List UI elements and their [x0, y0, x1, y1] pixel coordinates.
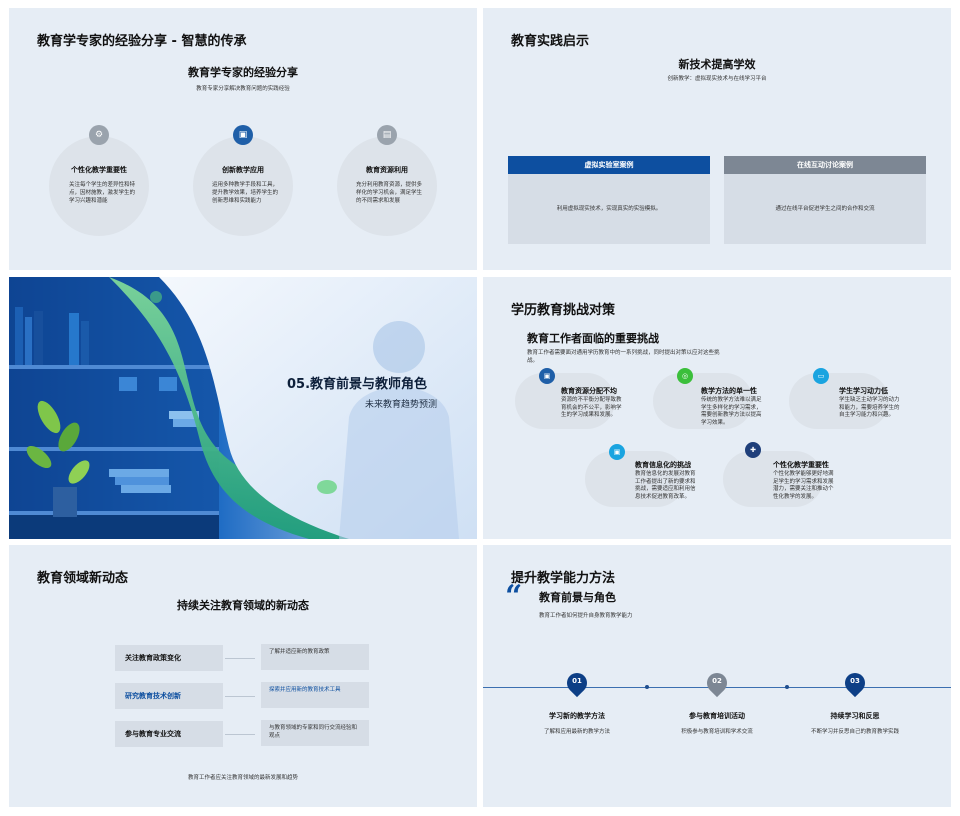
- step-desc: 积极参与教育培训和学术交流: [681, 729, 753, 735]
- step-number: 01: [572, 677, 582, 685]
- item-title: 创新教学应用: [222, 166, 264, 174]
- image-icon: ▣: [539, 368, 555, 384]
- challenge-title: 教学方法的单一性: [701, 387, 757, 395]
- image-icon: ▣: [609, 444, 625, 460]
- challenge-bg: [653, 373, 753, 429]
- slide-challenges[interactable]: 学历教育挑战对策 教育工作者面临的重要挑战 教育工作者需要面对通用学历教育中的一…: [483, 277, 951, 539]
- challenge-bg: [723, 451, 823, 507]
- case-card[interactable]: 在线互动讨论案例 通过在线平台促进学生之间的合作和交流: [724, 156, 926, 244]
- challenge-title: 个性化教学重要性: [773, 461, 829, 469]
- section-title: 05.教育前景与教师角色: [287, 377, 428, 392]
- item-desc: 关注每个学生的差异性和特点，因材施教，激发学生的学习兴趣和潜能: [69, 182, 136, 204]
- step-number: 02: [712, 677, 722, 685]
- timeline-dot: [645, 685, 649, 689]
- challenge-desc: 传统的教学方法难以满足学生多样化的学习需求，需要创新教学方法以提高学习效果。: [701, 397, 762, 426]
- slide-footer: 教育工作者应关注教育领域的最新发展和趋势: [187, 775, 298, 781]
- trend-desc: 探索并应用新的教育技术工具: [261, 682, 369, 708]
- slide-note: 教育工作者如何提升自身教育教学能力: [539, 613, 633, 619]
- item-circle: [337, 136, 437, 236]
- quote-icon: “: [505, 579, 523, 614]
- card-title: 在线互动讨论案例: [724, 156, 926, 174]
- plus-icon: ✚: [745, 442, 761, 458]
- challenge-desc: 学生缺乏主动学习的动力和能力，需要培养学生的自主学习能力和兴趣。: [839, 397, 900, 418]
- item-title: 教育资源利用: [366, 166, 408, 174]
- challenge-desc: 个性化教学能够更好地满足学生的学习需求和发展潜力，需要关注和推动个性化教学的发展…: [773, 471, 834, 500]
- challenge-bg: [789, 373, 889, 429]
- step-title: 持续学习和反思: [830, 712, 880, 720]
- trend-desc: 了解并适应新的教育政策: [261, 644, 369, 670]
- slide-subtitle: 教育前景与角色: [539, 591, 616, 604]
- image-icon: ▣: [233, 125, 253, 145]
- trend-label[interactable]: 参与教育专业交流: [115, 721, 223, 747]
- slide-subtitle: 持续关注教育领域的新动态: [177, 599, 309, 612]
- cover-illustration: [9, 277, 477, 539]
- slide-note: 教育专家分享解决教育问题的实践经验: [196, 86, 290, 92]
- item-desc: 运用多种教学手段和工具，提升教学效果，培养学生的创新思维和实践能力: [212, 182, 279, 204]
- item-title: 个性化教学重要性: [71, 166, 127, 174]
- gear-icon: ⚙: [89, 125, 109, 145]
- slide-new-trends[interactable]: 教育领域新动态 持续关注教育领域的新动态 关注教育政策变化 了解并适应新的教育政…: [9, 545, 477, 807]
- challenge-title: 教育资源分配不均: [561, 387, 617, 395]
- slide-title: 提升教学能力方法: [511, 571, 616, 586]
- box-icon: ▤: [377, 125, 397, 145]
- monitor-icon: ▭: [813, 368, 829, 384]
- item-circle: [193, 136, 293, 236]
- section-subtitle: 未来教育趋势预测: [365, 400, 438, 410]
- slide-note: 创新教学：虚拟现实技术与在线学习平台: [667, 76, 767, 82]
- slide-title: 教育学专家的经验分享 - 智慧的传承: [37, 34, 247, 49]
- trend-desc: 与教育领域的专家和同行交流经验和观点: [261, 720, 369, 746]
- challenge-desc: 资源的不平衡分配导致教育机会的不公平，影响学生的学习成果和发展。: [561, 397, 622, 418]
- item-desc: 充分利用教育资源，提供多样化的学习机会，满足学生的不同需求和发展: [356, 182, 423, 204]
- card-desc: 利用虚拟现实技术，实现真实的实验模拟。: [556, 206, 662, 212]
- slide-subtitle: 新技术提高学效: [678, 58, 756, 71]
- trend-label[interactable]: 关注教育政策变化: [115, 645, 223, 671]
- item-circle: [49, 136, 149, 236]
- arrow-icon: [225, 696, 255, 697]
- slide-subtitle: 教育工作者面临的重要挑战: [527, 332, 659, 345]
- slide-subtitle: 教育学专家的经验分享: [188, 66, 298, 79]
- slide-expert-sharing[interactable]: 教育学专家的经验分享 - 智慧的传承 教育学专家的经验分享 教育专家分享解决教育…: [9, 8, 477, 270]
- timeline-dot: [785, 685, 789, 689]
- arrow-icon: [225, 658, 255, 659]
- step-desc: 不断学习并反思自己的教育教学实践: [810, 729, 899, 735]
- slide-practice-insights[interactable]: 教育实践启示 新技术提高学效 创新教学：虚拟现实技术与在线学习平台 虚拟实验室案…: [483, 8, 951, 270]
- step-title: 参与教育培训活动: [689, 712, 745, 720]
- card-desc: 通过在线平台促进学生之间的合作和交流: [775, 206, 875, 212]
- slide-section-cover[interactable]: 05.教育前景与教师角色 未来教育趋势预测: [9, 277, 477, 539]
- step-desc: 了解和应用最新的教学方法: [543, 729, 610, 735]
- step-number: 03: [850, 677, 860, 685]
- step-title: 学习新的教学方法: [549, 712, 605, 720]
- card-title: 虚拟实验室案例: [508, 156, 710, 174]
- case-card[interactable]: 虚拟实验室案例 利用虚拟现实技术，实现真实的实验模拟。: [508, 156, 710, 244]
- slide-improve-ability[interactable]: 提升教学能力方法 “ 教育前景与角色 教育工作者如何提升自身教育教学能力 01 …: [483, 545, 951, 807]
- slide-title: 教育领域新动态: [37, 571, 129, 586]
- challenge-bg: [515, 373, 615, 429]
- challenge-title: 学生学习动力低: [839, 387, 888, 395]
- challenge-bg: [585, 451, 685, 507]
- slide-title: 学历教育挑战对策: [511, 303, 616, 318]
- trend-label[interactable]: 研究教育技术创新: [115, 683, 223, 709]
- slide-note: 教育工作者需要面对通用学历教育中的一系列挑战，同时提出对策以应对这些挑战。: [527, 350, 720, 364]
- arrow-icon: [225, 734, 255, 735]
- challenge-title: 教育信息化的挑战: [635, 461, 691, 469]
- target-icon: ◎: [677, 368, 693, 384]
- challenge-desc: 教育信息化的发展对教育工作者提出了新的要求和挑战，需要适应和利用信息技术促进教育…: [635, 471, 696, 500]
- slide-title: 教育实践启示: [511, 34, 590, 49]
